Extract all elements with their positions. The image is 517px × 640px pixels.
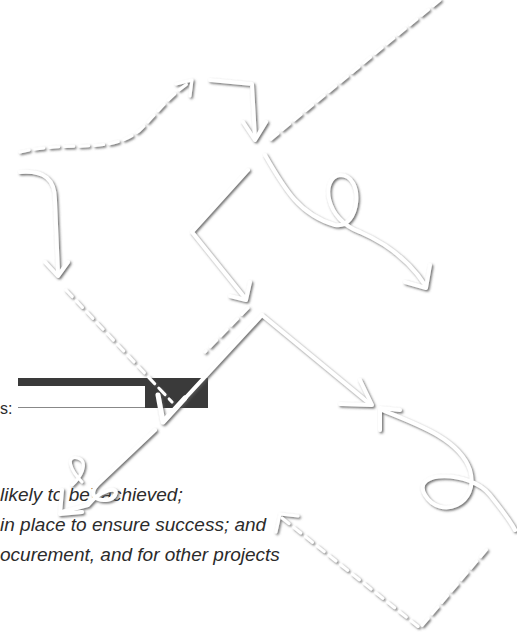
arrow-head	[405, 265, 430, 288]
body-text-line: in place to ensure success; and	[0, 514, 266, 536]
arrow-head	[230, 282, 250, 300]
arrow-head	[45, 262, 68, 276]
dashed-curve	[282, 518, 488, 628]
sketch-arrow	[262, 315, 370, 404]
arrow-head	[380, 408, 400, 430]
sketch-arrows	[20, 0, 515, 628]
sketch-arrow	[382, 410, 515, 530]
body-text-line: ocurement, and for other projects	[0, 544, 280, 566]
field-label: s:	[0, 400, 12, 418]
dashed-line	[205, 308, 248, 352]
sketch-arrow	[62, 430, 155, 512]
sketch-arrow	[265, 155, 425, 285]
sketch-curl	[70, 458, 83, 485]
sketch-arrow	[20, 172, 58, 272]
arrow-head	[176, 80, 192, 96]
dashed-line	[66, 290, 172, 402]
field-underline	[18, 407, 145, 408]
arrow-head	[60, 490, 82, 514]
arrow-head	[276, 514, 298, 532]
arrow-head	[243, 122, 266, 140]
sketch-arrow	[192, 170, 248, 298]
dashed-line	[270, 0, 440, 140]
arrow-head	[158, 395, 185, 422]
dashed-curve	[20, 82, 190, 152]
arrow-head	[340, 380, 372, 405]
